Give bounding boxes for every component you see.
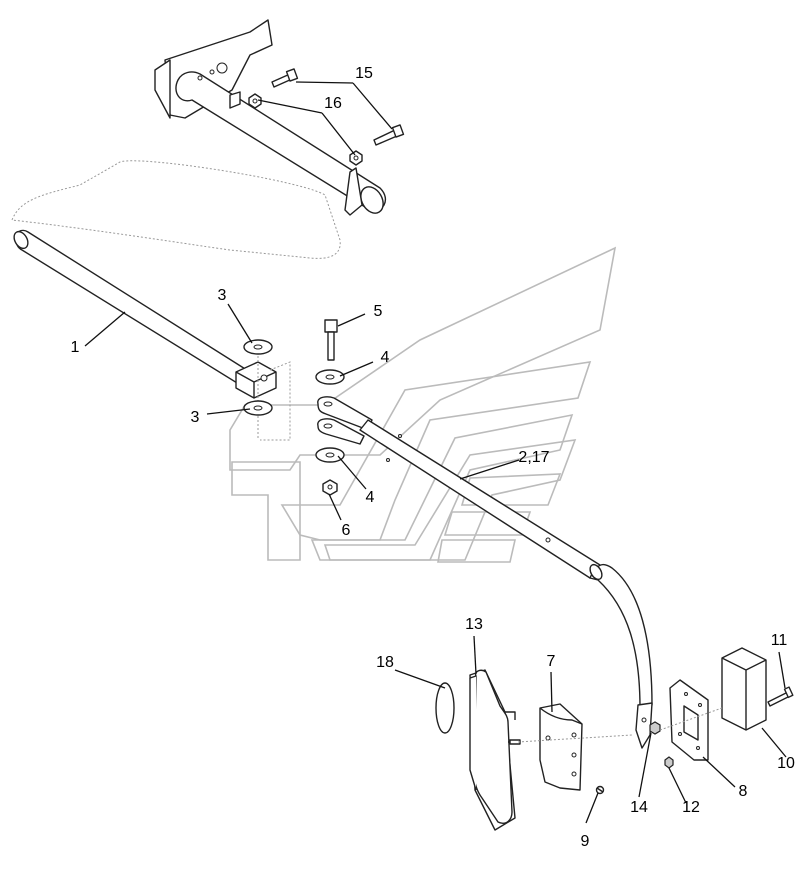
washer-4-lower xyxy=(315,447,345,463)
bracket-7 xyxy=(539,703,583,791)
rod-1 xyxy=(13,229,251,387)
nut-16-upper xyxy=(248,93,262,109)
watermark-logo xyxy=(229,246,617,563)
washer-4-upper xyxy=(315,369,345,385)
nut-16-lower xyxy=(349,150,363,166)
callout-3-upper: 3 xyxy=(218,287,227,304)
mirror-glass-18 xyxy=(435,682,455,734)
plate-8 xyxy=(669,679,709,761)
callout-16: 16 xyxy=(324,95,342,112)
hinge-plate-lower xyxy=(317,418,365,445)
callout-1: 1 xyxy=(71,339,80,356)
arm-2-17 xyxy=(359,419,653,749)
screw-9 xyxy=(595,785,605,795)
bolt-15-upper xyxy=(271,68,299,88)
callout-4-lower: 4 xyxy=(366,489,375,506)
callout-12: 12 xyxy=(682,799,700,816)
callout-14: 14 xyxy=(630,799,648,816)
callout-10: 10 xyxy=(777,755,795,772)
callout-13: 13 xyxy=(465,616,483,633)
washer-3-lower xyxy=(243,400,273,416)
callout-7: 7 xyxy=(547,653,556,670)
callout-5: 5 xyxy=(374,303,383,320)
callout-6: 6 xyxy=(342,522,351,539)
washer-3-upper xyxy=(243,339,273,355)
bolt-5 xyxy=(324,319,338,361)
callout-8: 8 xyxy=(739,783,748,800)
callout-18: 18 xyxy=(376,654,394,671)
cover-10 xyxy=(721,647,767,731)
nut-12 xyxy=(664,756,674,769)
nut-14 xyxy=(649,721,661,735)
mounting-bracket-assembly xyxy=(154,19,386,216)
callout-3-lower: 3 xyxy=(191,409,200,426)
platform-outline xyxy=(11,160,341,259)
callout-9: 9 xyxy=(581,833,590,850)
screw-11 xyxy=(767,686,794,707)
leader-lines xyxy=(84,81,787,824)
mirror-13 xyxy=(469,669,521,831)
nut-6 xyxy=(322,479,338,496)
callout-11: 11 xyxy=(771,632,788,649)
callout-4-upper: 4 xyxy=(381,349,390,366)
mounting-tube xyxy=(175,71,386,212)
bolt-15-lower xyxy=(373,124,405,146)
callout-2-17: 2,17 xyxy=(518,449,549,466)
callout-15: 15 xyxy=(355,65,373,82)
callout-labels: 15 16 3 5 1 4 3 2,17 4 6 13 18 7 11 10 8… xyxy=(71,65,795,850)
